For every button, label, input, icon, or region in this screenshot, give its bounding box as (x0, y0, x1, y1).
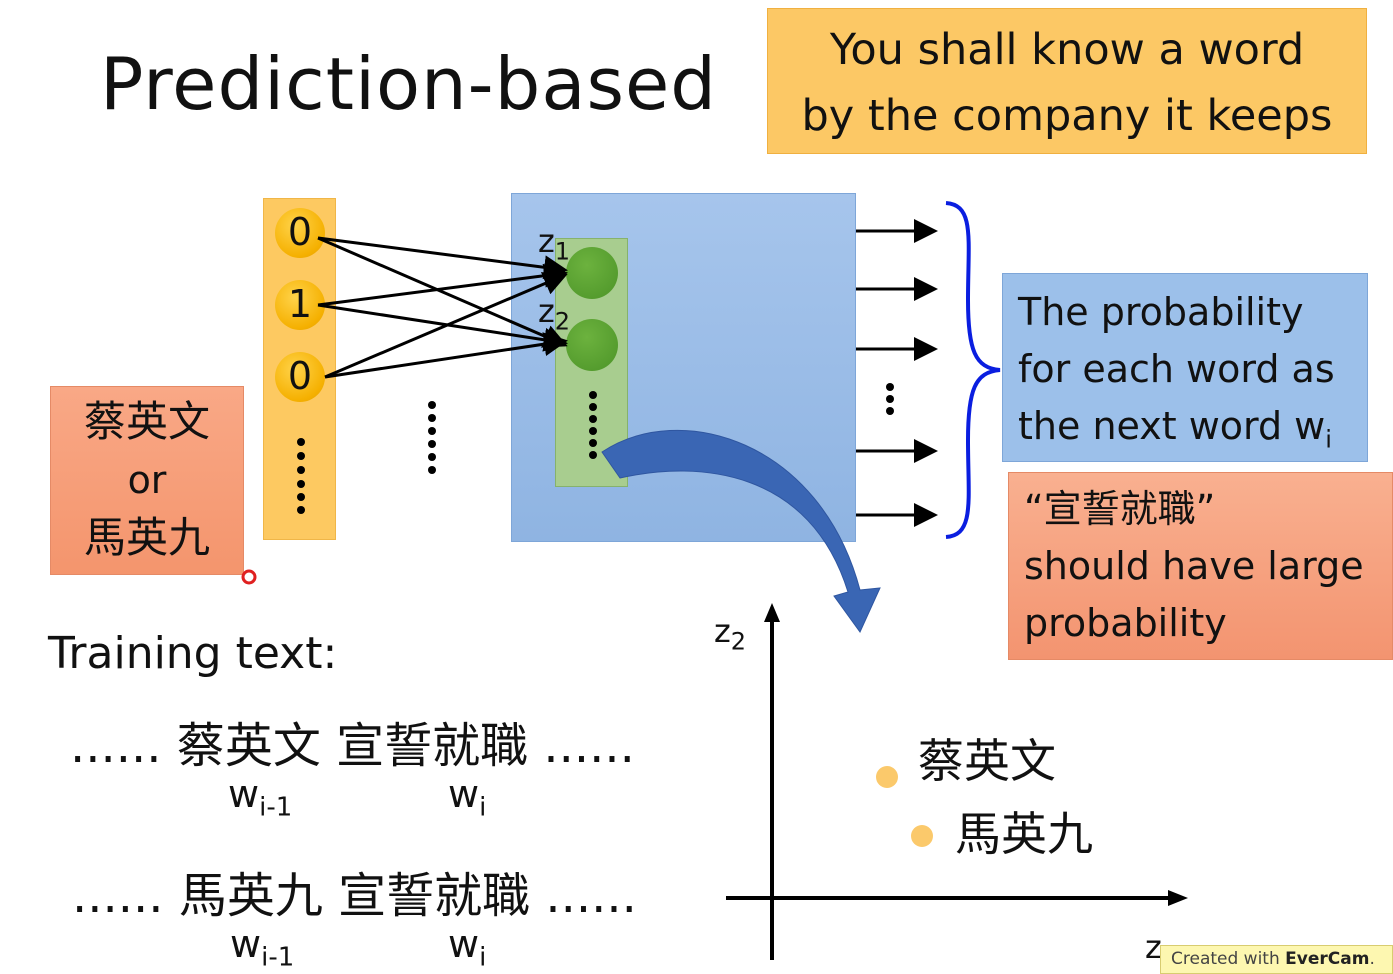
x-axis-label: z (1145, 928, 1162, 966)
point-label-tsai: 蔡英文 (918, 734, 1056, 788)
target-line-1: “宣誓就職” (1024, 487, 1216, 531)
row2-label-curr: wi (448, 922, 487, 973)
slide-title: Prediction-based (100, 42, 717, 126)
training-row-2: ...... 馬英九 宣誓就職 ...... (72, 868, 637, 924)
middle-ellipsis (428, 401, 436, 474)
target-word-box: “宣誓就職” should have large probability (1008, 472, 1393, 660)
quote-line-2: by the company it keeps (801, 91, 1333, 141)
training-row-1: ...... 蔡英文 宣誓就職 ...... (70, 718, 635, 774)
input-node-0: 0 (275, 208, 325, 258)
target-line-2: should have large (1024, 544, 1364, 588)
probability-line-2: for each word as (1018, 347, 1335, 391)
probability-box: The probability for each word as the nex… (1002, 273, 1368, 462)
output-arrows (856, 219, 938, 527)
output-ellipsis (886, 383, 894, 415)
input-ellipsis (297, 438, 305, 514)
point-ma (911, 825, 933, 847)
input-word-1: 蔡英文 (83, 397, 210, 446)
plot-axes (726, 615, 1175, 960)
curved-arrow (601, 430, 881, 633)
hidden-ellipsis (589, 391, 597, 459)
hidden-node-z2 (566, 319, 618, 371)
probability-line-1: The probability (1018, 290, 1304, 334)
point-label-ma: 馬英九 (955, 807, 1093, 861)
target-line-3: probability (1024, 601, 1227, 645)
cursor-marker (241, 569, 257, 585)
hidden-node-z1 (566, 247, 618, 299)
quote-box: You shall know a word by the company it … (767, 8, 1367, 154)
quote-line-1: You shall know a word (829, 25, 1305, 75)
row1-label-curr: wi (448, 772, 487, 823)
input-word-or: or (127, 458, 167, 502)
row2-label-prev: wi-1 (230, 922, 295, 973)
output-brace (945, 201, 1001, 539)
input-word-box: 蔡英文 or 馬英九 (50, 386, 244, 575)
probability-line-3: the next word wi (1018, 404, 1332, 454)
input-node-2: 0 (275, 352, 325, 402)
row1-label-prev: wi-1 (228, 772, 293, 823)
y-axis-arrowhead (764, 603, 780, 622)
input-node-1: 1 (275, 280, 325, 330)
evercam-watermark: Created with EverCam. (1160, 945, 1393, 974)
input-word-2: 馬英九 (83, 513, 210, 562)
training-heading: Training text: (48, 628, 338, 679)
input-connections (317, 236, 568, 379)
x-axis-arrowhead (1168, 890, 1188, 906)
point-tsai (876, 766, 898, 788)
y-axis-label: z2 (714, 612, 747, 656)
